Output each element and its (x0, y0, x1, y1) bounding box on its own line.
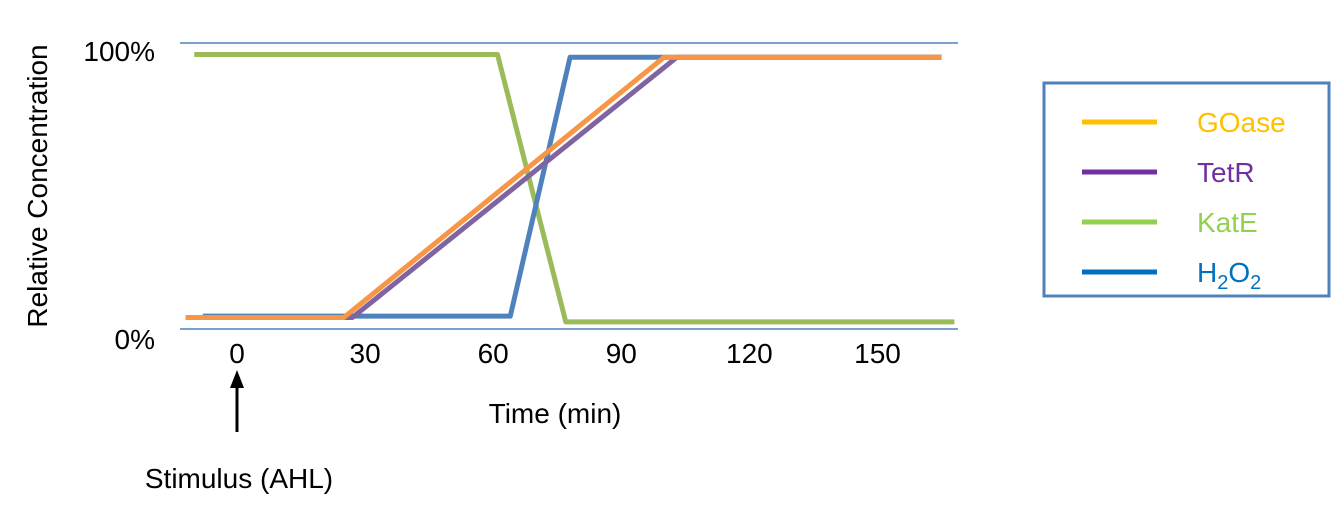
legend-box (1042, 81, 1331, 298)
series-line-kate (194, 51, 955, 325)
y-axis-label: Relative Concentration (22, 44, 53, 327)
x-tick-label: 60 (478, 338, 509, 369)
y-tick-label: 0% (115, 324, 155, 355)
series-line-h2o2 (202, 54, 942, 319)
y-tick-label: 100% (83, 36, 155, 67)
x-tick-label: 120 (726, 338, 773, 369)
legend-label-kate: KatE (1197, 207, 1258, 238)
x-tick-label: 150 (854, 338, 901, 369)
x-axis-label: Time (min) (489, 398, 622, 429)
series-line-tetr (185, 54, 942, 321)
legend-label-tetr: TetR (1197, 157, 1255, 188)
stimulus-annotation: Stimulus (AHL) (145, 463, 333, 494)
stimulus-arrow-icon (230, 370, 244, 432)
x-tick-label: 90 (606, 338, 637, 369)
series-line-goase (185, 54, 942, 321)
legend-label-goase: GOase (1197, 107, 1286, 138)
x-tick-label: 0 (229, 338, 245, 369)
x-tick-label: 30 (350, 338, 381, 369)
legend-label-h2o2: H2O2 (1197, 257, 1261, 294)
